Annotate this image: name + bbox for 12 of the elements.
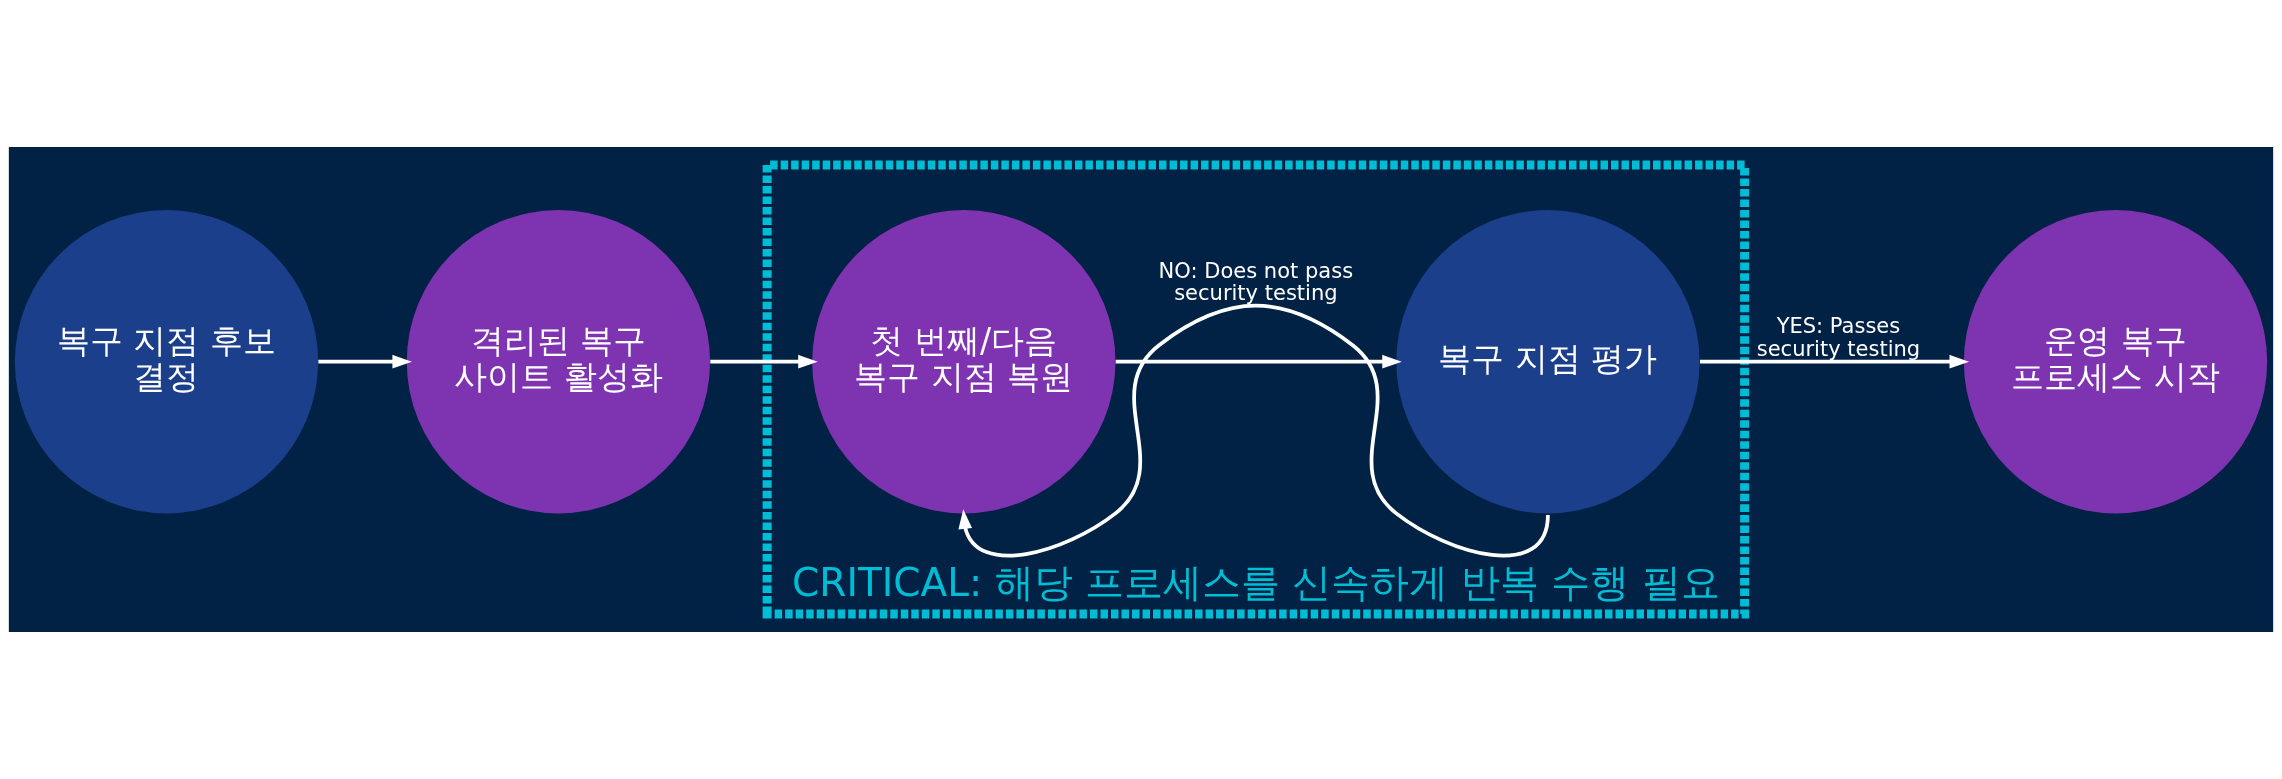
arrow xyxy=(1700,354,1970,369)
arrow xyxy=(710,354,818,369)
node-circle: 첫 번째/다음 복구 지점 복원 xyxy=(812,210,1116,514)
arrow xyxy=(958,303,1550,558)
arrow xyxy=(318,354,412,369)
edge-label: YES: Passes security testing xyxy=(1756,313,1921,362)
node-circle: 격리된 복구 사이트 활성화 xyxy=(406,210,711,514)
node-circle: 복구 지점 후보 결정 xyxy=(14,210,319,514)
node-circle: 복구 지점 평가 xyxy=(1396,210,1700,514)
arrow xyxy=(1115,354,1402,369)
edge-label: NO: Does not pass security testing xyxy=(1158,257,1354,306)
node-circle: 운영 복구 프로세스 시작 xyxy=(1963,210,2268,514)
